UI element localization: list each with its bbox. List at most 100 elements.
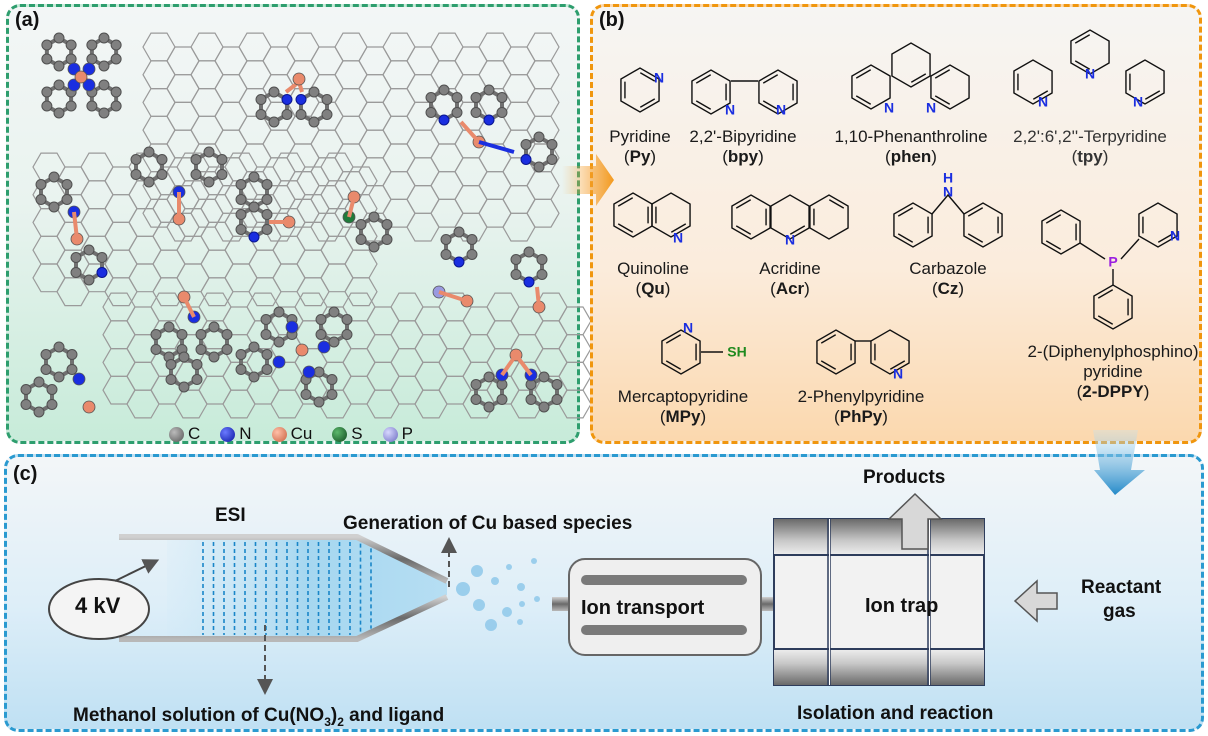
bond xyxy=(459,120,481,144)
bond xyxy=(182,296,196,318)
carbon-atom xyxy=(65,53,77,65)
graphene-hex xyxy=(390,320,424,350)
nitrogen-atom xyxy=(317,340,331,354)
graphene-hex xyxy=(438,320,472,350)
carbon-atom xyxy=(381,219,393,230)
carbon-atom xyxy=(470,394,482,405)
molecule-ring xyxy=(20,376,58,418)
n-atom-label: N xyxy=(926,100,936,116)
bond xyxy=(438,290,468,303)
carbon-atom xyxy=(538,401,550,413)
double-bond xyxy=(762,100,779,110)
legend-label: C xyxy=(188,424,201,443)
carbon-atom xyxy=(35,194,47,205)
double-bond xyxy=(1097,315,1114,325)
carbon-atom xyxy=(41,100,53,112)
ring-outline xyxy=(613,192,653,238)
reactant-gas-arrow-icon xyxy=(1013,579,1058,623)
bond xyxy=(347,196,356,218)
graphene-hex xyxy=(174,389,208,419)
graphene-hex xyxy=(358,185,392,214)
carbon-atom xyxy=(98,60,110,72)
graphene-hex xyxy=(358,101,392,131)
carbon-atom xyxy=(150,344,162,355)
molecule-ring xyxy=(86,32,122,72)
graphene-hex xyxy=(190,87,224,117)
graphene-hex xyxy=(406,185,440,214)
graphene-hex xyxy=(414,361,448,391)
graphene-hex xyxy=(382,171,416,200)
voltage-ellipse xyxy=(48,578,150,640)
bond xyxy=(72,211,79,240)
carbon-atom xyxy=(466,249,478,260)
nitrogen-atom xyxy=(281,94,293,105)
carbon-atom xyxy=(53,32,65,44)
graphene-hex xyxy=(142,115,176,145)
graphene-hex xyxy=(342,348,376,377)
graphene-hex xyxy=(430,198,464,228)
carbon-atom xyxy=(41,53,53,65)
graphene-hex xyxy=(502,101,536,131)
ring-outline xyxy=(731,194,771,240)
graphene-hex xyxy=(478,198,512,228)
double-bond xyxy=(639,98,656,108)
double-bond xyxy=(934,95,951,105)
graphene-hex xyxy=(262,129,296,159)
graphene-hex xyxy=(128,235,162,265)
panel-b-label: (b) xyxy=(599,9,625,31)
droplet xyxy=(517,619,523,625)
graphene-molecules-illustration xyxy=(20,32,592,419)
double-bond xyxy=(1157,233,1174,243)
molecule-ring xyxy=(300,366,338,408)
carbon-atom xyxy=(165,374,177,385)
carbon-atom xyxy=(48,201,60,213)
graphene-hex xyxy=(190,115,224,145)
structure-mpy: NSH xyxy=(661,320,747,375)
carbon-atom xyxy=(35,179,47,190)
graphene-hex xyxy=(126,389,160,419)
n-atom-label: N xyxy=(683,320,693,336)
n-atom-label: N xyxy=(725,102,735,118)
bond xyxy=(500,353,518,377)
graphene-hex xyxy=(502,74,536,104)
nitrogen-atom xyxy=(272,355,286,369)
molecule-ring xyxy=(525,371,563,413)
carbon-atom xyxy=(523,246,535,258)
n-atom-label: N xyxy=(785,232,795,248)
carbon-atom xyxy=(191,359,203,370)
copper-atom xyxy=(82,400,96,414)
carbon-atom xyxy=(53,60,65,72)
carbon-atom xyxy=(83,274,95,286)
transport-outlet xyxy=(759,597,777,611)
carbon-atom xyxy=(83,244,95,256)
droplet xyxy=(502,607,512,617)
graphene-hex xyxy=(142,87,176,117)
carbon-atom xyxy=(216,169,228,180)
molecule-ring xyxy=(315,306,353,348)
graphene-hex xyxy=(32,208,66,237)
nitrogen-atom xyxy=(67,62,81,76)
graphene-hex xyxy=(438,375,472,405)
carbon-atom xyxy=(440,249,452,260)
carbon-atom xyxy=(533,161,545,173)
carbon-atom xyxy=(65,39,77,51)
legend-item-p: P xyxy=(382,424,413,444)
graphene-hex xyxy=(238,87,272,117)
graphene-hex xyxy=(358,157,392,187)
carbon-atom xyxy=(208,321,220,333)
graphene-hex xyxy=(166,129,200,159)
carbon-atom xyxy=(130,169,142,180)
droplet xyxy=(519,601,525,607)
graphene-hex xyxy=(104,249,138,279)
carbon-atom xyxy=(143,176,155,188)
graphene-hex xyxy=(80,180,114,210)
graphene-hex xyxy=(454,46,488,76)
carbon-atom xyxy=(65,100,77,112)
atom-legend: C N Cu S P xyxy=(169,424,425,444)
graphene-hex xyxy=(102,375,136,405)
carbon-atom xyxy=(53,341,65,353)
products-arrow-icon xyxy=(887,492,943,550)
carbon-atom xyxy=(438,84,450,96)
graphene-hex xyxy=(390,375,424,405)
carbon-ball-icon xyxy=(169,426,184,442)
